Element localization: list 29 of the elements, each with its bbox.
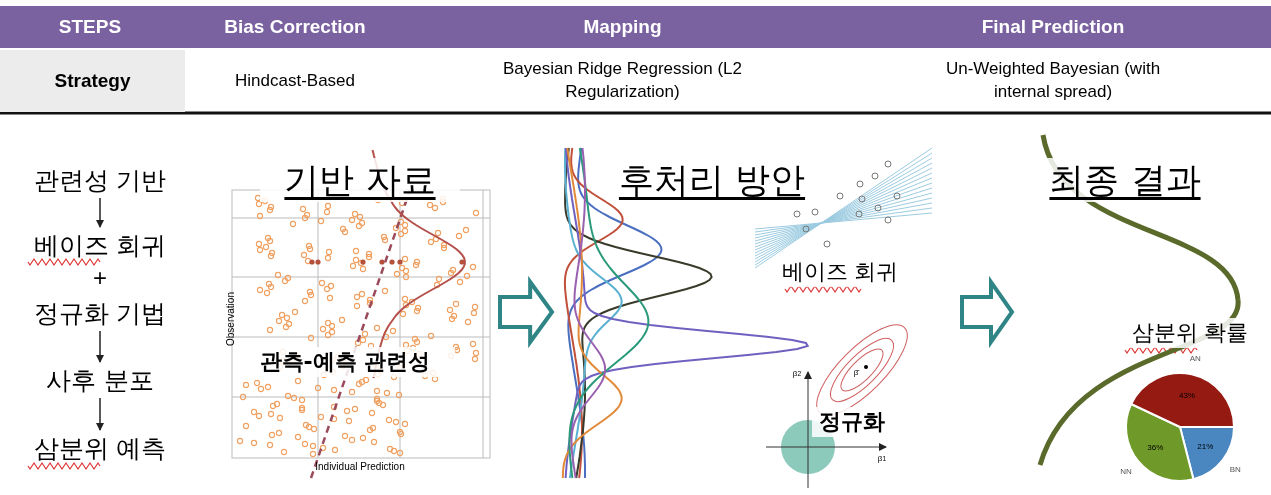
arrow bbox=[96, 330, 104, 363]
plus-sign: + bbox=[92, 265, 108, 291]
pie-category-label: BN bbox=[1228, 464, 1242, 476]
flow-step-text: 정규화 기법 bbox=[33, 297, 167, 330]
pie-value-label: 21% bbox=[1196, 441, 1215, 453]
flow-step-text: 관련성 기반 bbox=[33, 164, 167, 197]
pie-value-label: 36% bbox=[1146, 441, 1165, 454]
table-cell-text: Un-Weighted Bayesian (with internal spread) bbox=[944, 58, 1162, 103]
axis-label: Observation bbox=[223, 291, 237, 348]
axis-label: β̂ bbox=[852, 366, 861, 378]
pie-category-label: AN bbox=[1188, 353, 1202, 365]
pie-category-label: NN bbox=[1119, 466, 1133, 478]
block-arrow bbox=[960, 275, 1015, 349]
flow-step-text: 삼분위 예측 bbox=[33, 432, 167, 465]
table-cell-text: Bayesian Ridge Regression (L2 Regularization) bbox=[501, 58, 744, 103]
header-cell-text: Bias Correction bbox=[223, 15, 367, 39]
header-cell-text: Mapping bbox=[582, 15, 663, 39]
pie-value-label: 43% bbox=[1177, 390, 1196, 402]
flow-step-text: 베이즈 회귀 bbox=[33, 229, 167, 262]
table-cell-text: Hindcast-Based bbox=[235, 69, 355, 92]
block-arrow bbox=[498, 275, 555, 349]
arrow bbox=[96, 397, 104, 431]
header-cell-text: Final Prediction bbox=[980, 15, 1126, 39]
panel-title: 기반 자료 bbox=[260, 158, 460, 202]
header-cell-text: STEPS bbox=[57, 15, 123, 39]
flow-step-text: 사후 분포 bbox=[46, 364, 154, 397]
table-cell: Strategy bbox=[0, 50, 185, 112]
arrow bbox=[96, 197, 104, 228]
axis-label: Individual Prediction bbox=[314, 459, 406, 473]
